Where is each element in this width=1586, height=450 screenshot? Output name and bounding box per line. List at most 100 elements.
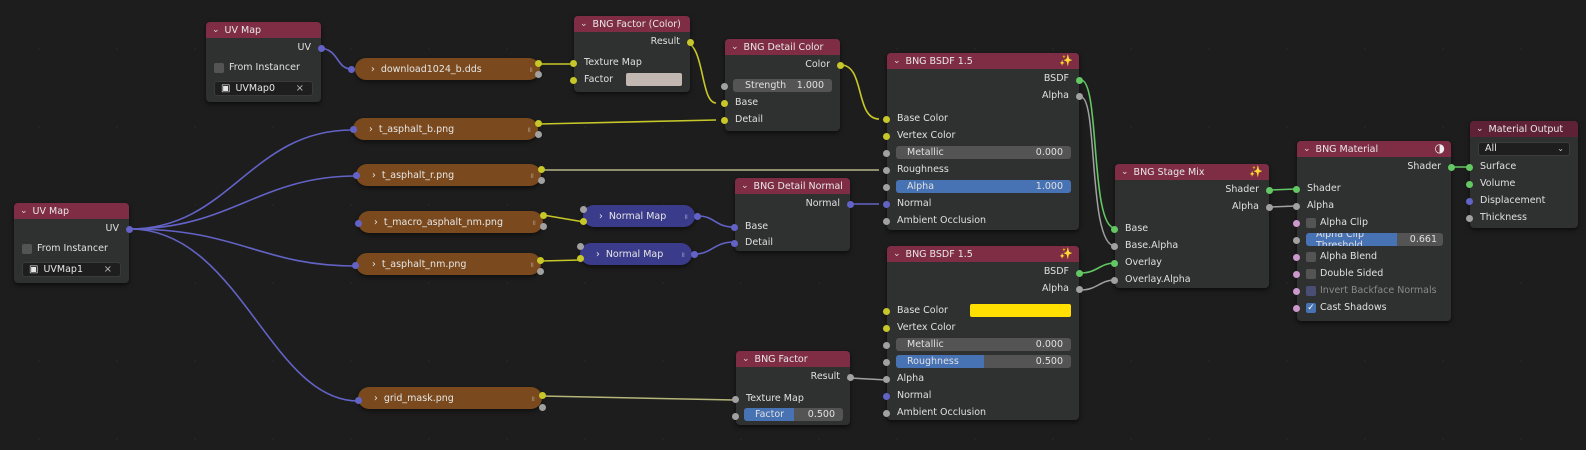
bsdf-output-socket[interactable]: [1076, 270, 1083, 277]
cast-shadows-checkbox[interactable]: ✓: [1306, 303, 1316, 313]
vector-input-socket[interactable]: [355, 397, 362, 404]
collapse-icon[interactable]: ⌄: [20, 206, 28, 216]
normal-input-socket[interactable]: [883, 393, 890, 400]
bng-factor-color-node[interactable]: ⌄BNG Factor (Color) Result Texture Map F…: [570, 16, 694, 92]
bng-detail-normal-node[interactable]: ⌄BNG Detail Normal Normal Base Detail: [731, 178, 854, 251]
from-instancer-checkbox[interactable]: [22, 244, 32, 254]
cast-shadows-socket[interactable]: [1293, 305, 1300, 312]
metallic-input-socket[interactable]: [883, 150, 890, 157]
alpha-blend-checkbox[interactable]: [1306, 252, 1316, 262]
detail-input-socket[interactable]: [721, 117, 728, 124]
volume-input-socket[interactable]: [1466, 181, 1473, 188]
color-output-socket[interactable]: [539, 392, 546, 399]
alpha-output-socket[interactable]: [1076, 286, 1083, 293]
node-header[interactable]: ⌄Material Output: [1470, 121, 1578, 137]
node-header[interactable]: ⌄BNG Stage Mix✨: [1115, 164, 1269, 180]
overlay-alpha-input-socket[interactable]: [1111, 277, 1118, 284]
base-color-input-socket[interactable]: [883, 116, 890, 123]
node-header[interactable]: ⌄BNG Detail Color: [725, 39, 840, 55]
result-output-socket[interactable]: [687, 39, 694, 46]
target-dropdown[interactable]: All ⌄: [1478, 142, 1570, 156]
normal-output-socket[interactable]: [691, 251, 698, 258]
alpha-clip-socket[interactable]: [1293, 220, 1300, 227]
collapse-icon[interactable]: ⌄: [893, 56, 901, 66]
node-header[interactable]: ⌄BNG Material◑: [1297, 141, 1451, 157]
alpha-input-socket[interactable]: [1293, 203, 1300, 210]
strength-input-socket[interactable]: [721, 83, 728, 90]
invert-backface-normals-checkbox[interactable]: [1306, 286, 1316, 296]
roughness-slider[interactable]: Roughness 0.500: [896, 355, 1071, 368]
expand-icon[interactable]: ›: [372, 258, 376, 270]
vertex-color-input-socket[interactable]: [883, 133, 890, 140]
strength-input-socket[interactable]: [580, 206, 587, 213]
normal-output-socket[interactable]: [694, 213, 701, 220]
grip-icon[interactable]: ıı: [527, 124, 532, 134]
alpha-output-socket[interactable]: [1076, 93, 1083, 100]
alpha-output-socket[interactable]: [535, 71, 542, 78]
factor-input-socket[interactable]: [570, 77, 577, 84]
double-sided-checkbox[interactable]: [1306, 269, 1316, 279]
bng-detail-color-node[interactable]: ⌄BNG Detail Color Color Strength 1.000 B…: [721, 39, 844, 131]
color-input-socket[interactable]: [577, 255, 584, 262]
alpha-output-socket[interactable]: [539, 404, 546, 411]
factor-slider[interactable]: Factor 0.500: [744, 408, 843, 421]
detail-input-socket[interactable]: [731, 240, 738, 247]
clear-icon[interactable]: ×: [103, 264, 112, 275]
strength-input-socket[interactable]: [577, 243, 584, 250]
alpha-clip-threshold-slider[interactable]: Alpha Clip Threshold 0.661: [1306, 233, 1443, 246]
expand-icon[interactable]: ›: [374, 216, 378, 228]
metallic-input-socket[interactable]: [883, 342, 890, 349]
ambient-occlusion-input-socket[interactable]: [883, 218, 890, 225]
color-output-socket[interactable]: [537, 257, 544, 264]
alpha-input-socket[interactable]: [883, 184, 890, 191]
normal-output-socket[interactable]: [847, 201, 854, 208]
thickness-input-socket[interactable]: [1466, 215, 1473, 222]
alpha-output-socket[interactable]: [540, 223, 547, 230]
alpha-slider[interactable]: Alpha 1.000: [896, 180, 1071, 193]
bng-factor-node[interactable]: ⌄BNG Factor Result Texture Map Factor 0.…: [732, 351, 854, 425]
expand-icon[interactable]: ›: [371, 63, 375, 75]
bng-stage-mix-node[interactable]: ⌄BNG Stage Mix✨ Shader Alpha Base Base.A…: [1111, 164, 1273, 288]
material-icon[interactable]: ◑: [1434, 141, 1445, 155]
base-color-swatch[interactable]: [970, 304, 1071, 317]
from-instancer-checkbox[interactable]: [214, 63, 224, 73]
invert-backface-normals-socket[interactable]: [1293, 288, 1300, 295]
collapse-icon[interactable]: ⌄: [741, 181, 749, 191]
bng-bsdf-node-top[interactable]: ⌄BNG BSDF 1.5✨ BSDF Alpha Base Color Ver…: [883, 53, 1083, 230]
clear-icon[interactable]: ×: [295, 83, 304, 94]
alpha-input-socket[interactable]: [883, 376, 890, 383]
node-header[interactable]: ⌄UV Map: [206, 22, 321, 38]
alpha-output-socket[interactable]: [537, 268, 544, 275]
color-output-socket[interactable]: [540, 212, 547, 219]
overlay-input-socket[interactable]: [1111, 260, 1118, 267]
vector-input-socket[interactable]: [352, 262, 359, 269]
color-output-socket[interactable]: [535, 60, 542, 67]
normal-input-socket[interactable]: [883, 201, 890, 208]
shader-input-socket[interactable]: [1293, 186, 1300, 193]
base-alpha-input-socket[interactable]: [1111, 243, 1118, 250]
collapse-icon[interactable]: ⌄: [212, 25, 220, 35]
node-header[interactable]: ⌄BNG BSDF 1.5✨: [887, 246, 1079, 262]
shader-output-socket[interactable]: [1266, 187, 1273, 194]
color-input-socket[interactable]: [580, 218, 587, 225]
texture-map-input-socket[interactable]: [732, 396, 739, 403]
uv-map-node-top[interactable]: ⌄UV Map UV From Instancer ▣ UVMap0 ×: [206, 22, 325, 102]
alpha-blend-socket[interactable]: [1293, 254, 1300, 261]
alpha-clip-threshold-socket[interactable]: [1293, 237, 1300, 244]
vector-input-socket[interactable]: [355, 220, 362, 227]
material-output-node[interactable]: ⌄Material Output All ⌄ Surface Volume Di…: [1466, 121, 1578, 228]
vector-input-socket[interactable]: [353, 172, 360, 179]
expand-icon[interactable]: ›: [369, 123, 373, 135]
bsdf-output-socket[interactable]: [1076, 77, 1083, 84]
collapse-icon[interactable]: ⌄: [580, 19, 588, 29]
shader-output-socket[interactable]: [1448, 164, 1455, 171]
ambient-occlusion-input-socket[interactable]: [883, 410, 890, 417]
node-header[interactable]: ⌄UV Map: [14, 203, 129, 219]
bng-material-node[interactable]: ⌄BNG Material◑ Shader Shader Alpha Alpha…: [1293, 141, 1455, 321]
collapse-icon[interactable]: ⌄: [1476, 124, 1484, 134]
grip-icon[interactable]: ıı: [530, 170, 535, 180]
